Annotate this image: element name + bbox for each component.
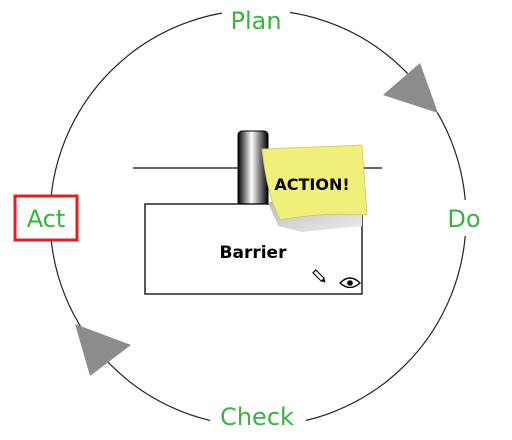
eye-icon[interactable] <box>339 277 361 289</box>
sticky-note[interactable] <box>261 144 368 221</box>
pencil-icon[interactable] <box>312 269 327 284</box>
sticky-note-label: ACTION! <box>274 175 349 194</box>
barrier-knob <box>237 130 269 207</box>
do-label-bg <box>443 200 485 236</box>
act-label-bg <box>16 196 78 240</box>
arrow-plan-to-do <box>383 63 438 113</box>
plan-label-bg <box>222 2 290 36</box>
act-highlight-box <box>13 194 79 242</box>
phase-do: Do <box>447 205 480 233</box>
arrow-check-to-act <box>75 324 131 376</box>
phase-check: Check <box>220 403 294 431</box>
phase-plan: Plan <box>230 7 281 35</box>
check-label-bg <box>210 397 306 435</box>
phase-act: Act <box>27 205 66 233</box>
barrier-label: Barrier <box>220 243 288 263</box>
